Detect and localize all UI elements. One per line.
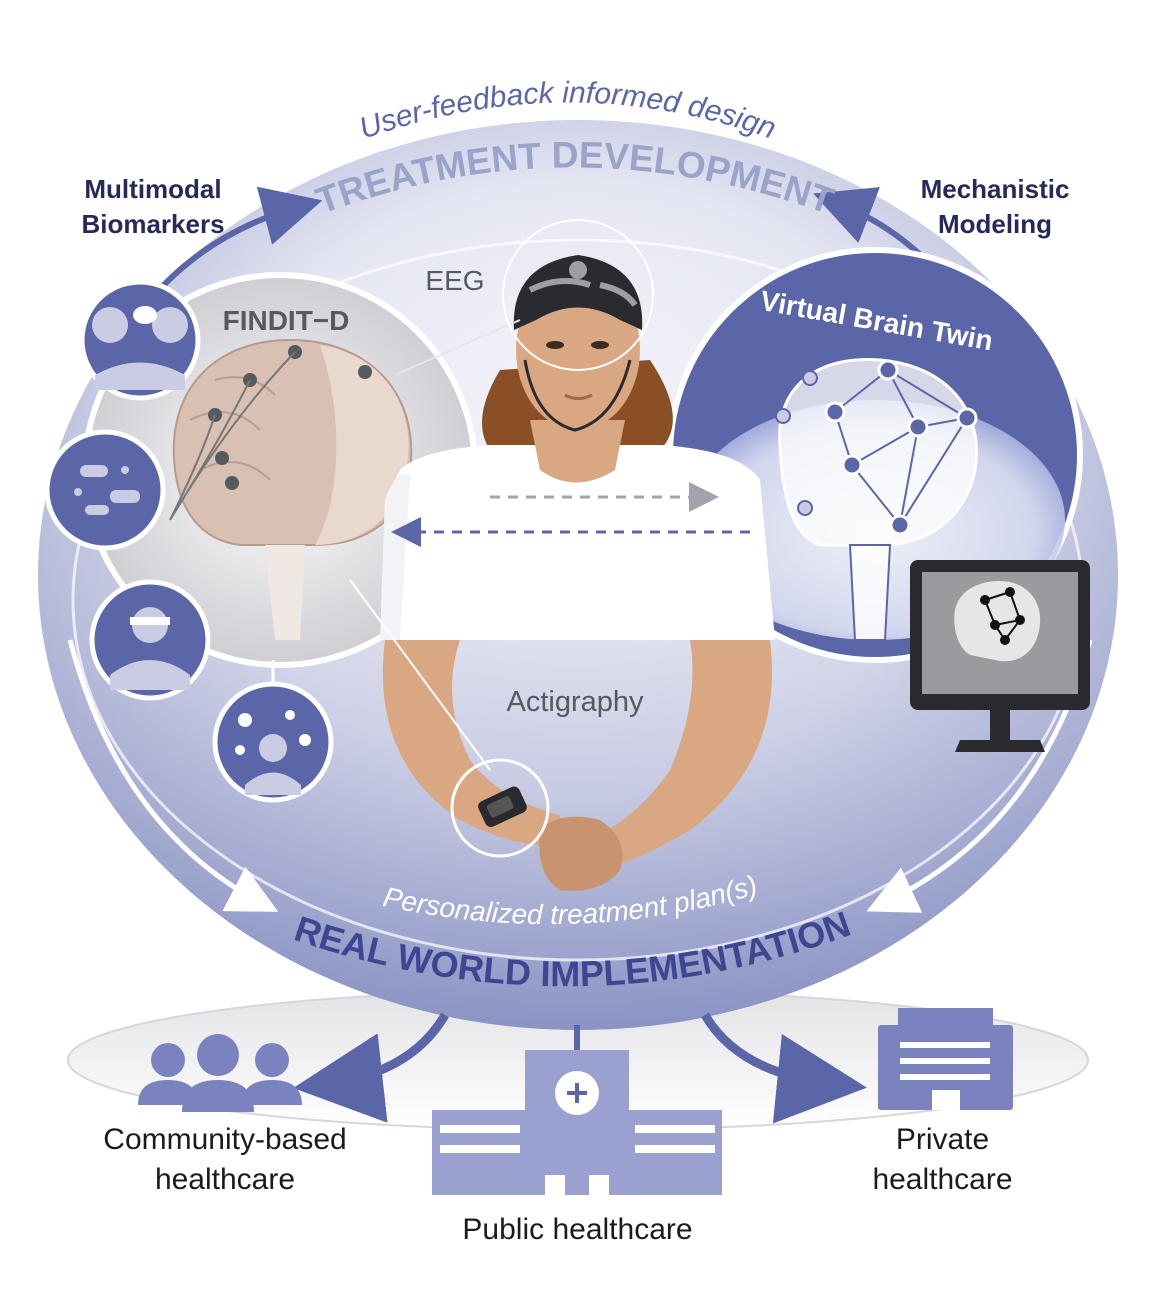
actigraphy-label: Actigraphy [506, 686, 644, 718]
private-line1: Private [895, 1123, 990, 1156]
eeg-highlight-ring [502, 219, 654, 371]
person-figure [380, 255, 775, 891]
eeg-label: EEG [425, 265, 485, 296]
community-healthcare-label: Community-based healthcare [55, 1120, 395, 1200]
mechanistic-line2: Modeling [937, 209, 1053, 239]
virtual-brain-twin-circle [667, 247, 1083, 663]
biomarker-icon-person-headband [89, 579, 211, 701]
brain-electrodes [208, 345, 372, 490]
mechanistic-modeling-label: Mechanistic Modeling [895, 172, 1095, 242]
arrow-to-private [701, 1012, 867, 1124]
mechanistic-line1: Mechanistic [920, 174, 1070, 204]
actigraphy-connector [349, 579, 491, 771]
multimodal-biomarkers-label: Multimodal Biomarkers [58, 172, 248, 242]
eeg-connector [394, 319, 521, 376]
arrow-biomarkers-to-development [147, 186, 323, 302]
monitor-icon [910, 560, 1090, 752]
multimodal-line1: Multimodal [84, 174, 222, 204]
private-healthcare-icon [878, 1008, 1013, 1110]
public-healthcare-icon [432, 1050, 722, 1195]
private-line2: healthcare [872, 1163, 1013, 1196]
actigraphy-wrist-circle [450, 758, 550, 858]
brain-illustration [172, 338, 413, 640]
multimodal-line2: Biomarkers [81, 209, 225, 239]
biomarker-icon-social [212, 681, 334, 803]
arrow-to-community [293, 1012, 449, 1123]
arrow-left-to-implementation [67, 639, 279, 912]
network-graph [834, 369, 968, 526]
community-line1: Community-based [103, 1123, 347, 1156]
biomarker-icon-speech [79, 279, 201, 401]
community-line2: healthcare [154, 1163, 296, 1196]
community-healthcare-icon [138, 1034, 302, 1112]
private-healthcare-label: Private healthcare [810, 1120, 1075, 1200]
public-healthcare-label: Public healthcare [462, 1213, 693, 1246]
biomarker-icon-microbiome [44, 429, 166, 551]
findit-d-label: FINDIT−D [223, 305, 350, 336]
